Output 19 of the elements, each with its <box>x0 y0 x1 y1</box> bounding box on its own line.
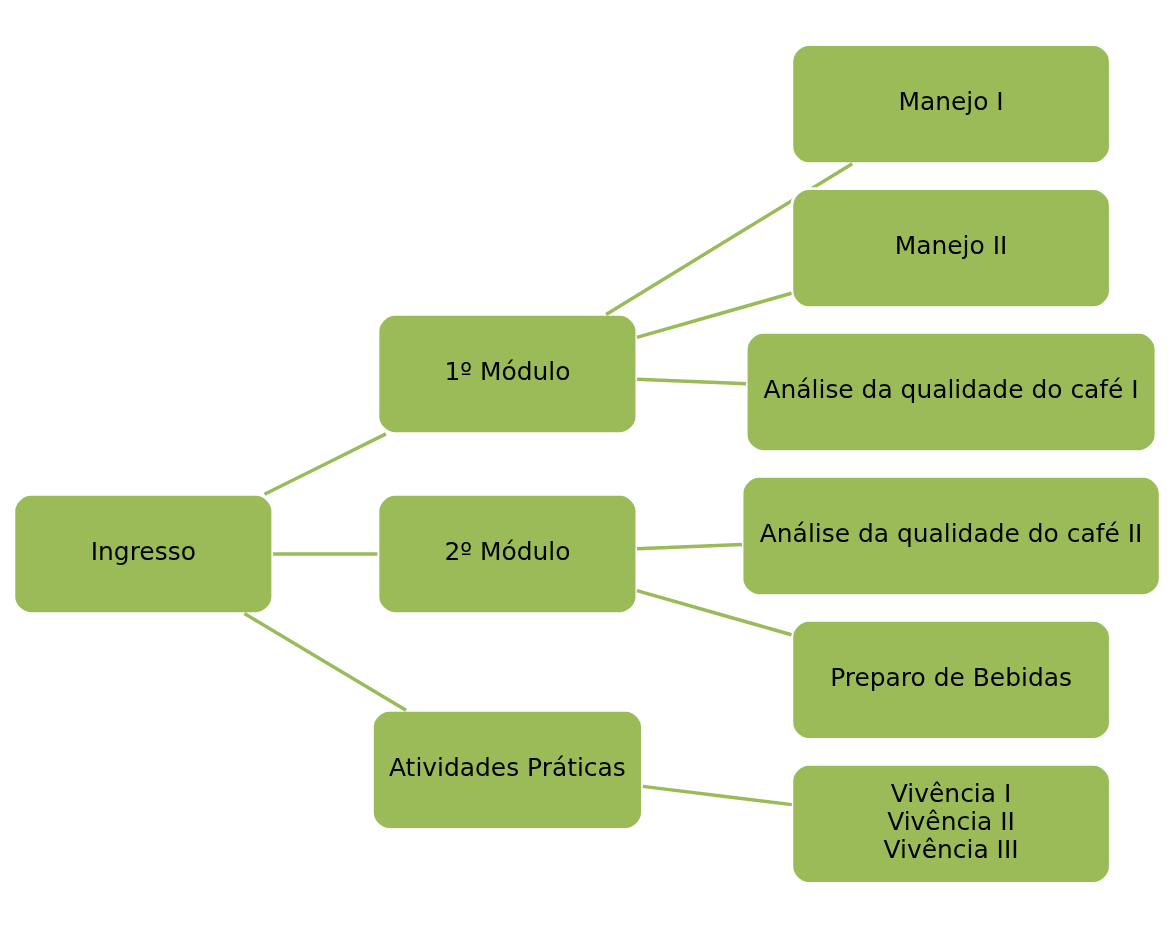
node-box: Manejo II <box>790 187 1112 309</box>
node-box: 2º Módulo <box>376 493 639 615</box>
connector <box>642 784 793 807</box>
node-box: Atividades Práticas <box>371 709 644 831</box>
node-box: Vivência I Vivência II Vivência III <box>790 763 1112 885</box>
node-box: 1º Módulo <box>376 313 639 435</box>
node-box: Análise da qualidade do café I <box>744 331 1158 453</box>
connector <box>636 588 792 637</box>
connector <box>263 432 387 496</box>
connector <box>243 612 407 712</box>
connector <box>636 377 747 386</box>
connector <box>636 291 792 340</box>
node-box: Análise da qualidade do café II <box>740 475 1162 597</box>
connector <box>273 552 378 556</box>
node-box: Preparo de Bebidas <box>790 619 1112 741</box>
connector <box>605 162 854 316</box>
node-box: Manejo I <box>790 43 1112 165</box>
connector <box>636 542 743 551</box>
node-box: Ingresso <box>12 493 275 615</box>
